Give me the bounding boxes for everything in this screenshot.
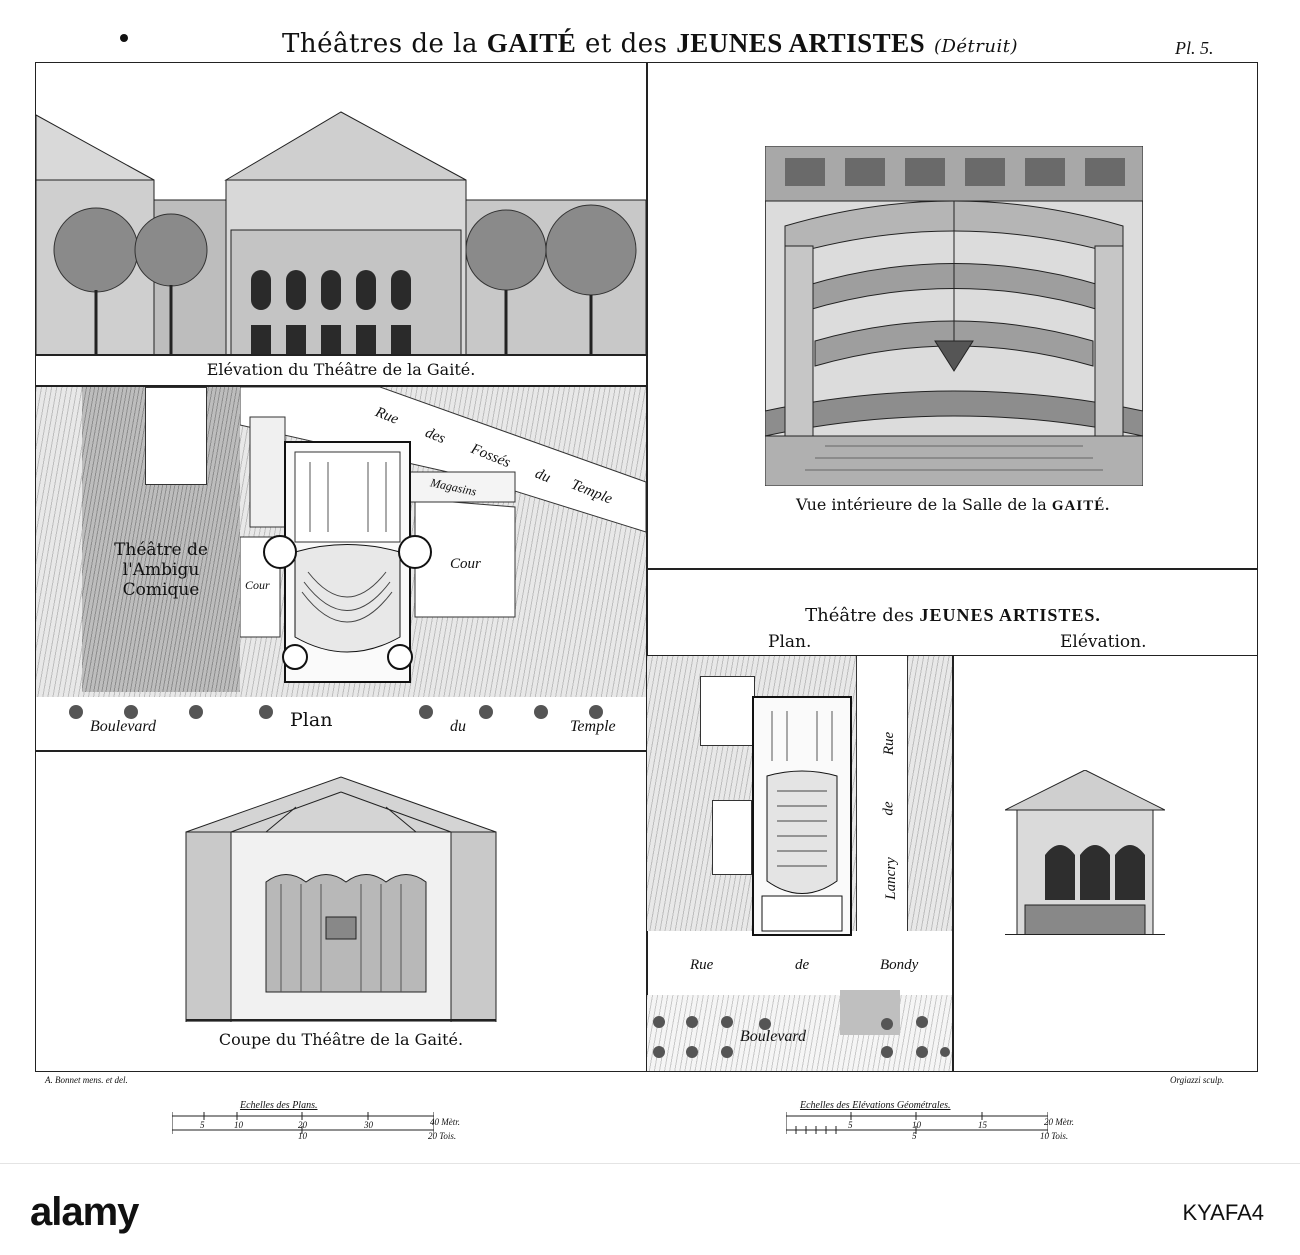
gaite-boulevard-label: Boulevard: [90, 718, 157, 735]
right-divider: [646, 568, 1258, 570]
plans-tick-5: 5: [200, 1120, 205, 1130]
rue-bondy-word1: Rue: [690, 957, 714, 973]
plans-tick-40: 40 Mètr.: [430, 1117, 460, 1127]
gaite-boulevard-row: [36, 697, 646, 750]
plans-tick-b20: 20 Tois.: [428, 1131, 457, 1141]
rue-lancry-word1: Rue: [881, 731, 898, 756]
elev-scale-bar: [785, 1112, 1049, 1138]
elev-tick-5: 5: [848, 1120, 853, 1130]
gaite-coupe-caption: Coupe du Théâtre de la Gaité.: [218, 1030, 464, 1049]
gaite-interior-drawing: [764, 145, 1144, 487]
gaite-interior-caption-name: GAITÉ.: [1051, 498, 1110, 514]
rue-lancry-word3: Lancry: [882, 857, 899, 900]
rue-lancry-strip: [856, 656, 908, 931]
ink-dot: [120, 34, 128, 42]
jeunes-boulevard-ground: [647, 995, 952, 1071]
jeunes-elevation-drawing: [1004, 769, 1166, 936]
plans-scale-title: Echelles des Plans.: [240, 1100, 318, 1111]
elev-tick-20: 20 Mètr.: [1044, 1117, 1074, 1127]
title-prefix: Théâtres de la: [281, 29, 478, 59]
vertical-divider: [646, 62, 648, 1072]
ambigu-court: [145, 387, 207, 485]
title-detruit: (Détruit): [933, 36, 1018, 57]
elev-scale-title: Echelles des Elévations Géométrales.: [800, 1100, 951, 1111]
jeunes-elevation-label: Elévation.: [1060, 632, 1147, 652]
jeunes-trees-svg: [653, 1016, 950, 1058]
cour-right-label: Cour: [450, 556, 481, 572]
image-id: KYAFA4: [1182, 1200, 1264, 1225]
elevation-divider: [35, 385, 646, 387]
gaite-boulevard-trees: [69, 705, 603, 719]
plate-title: Théâtres de la GAITÉ et des JEUNES ARTIS…: [0, 28, 1300, 59]
elev-scale-svg: [785, 1112, 1049, 1134]
gaite-interior-svg: [764, 145, 1144, 487]
rue-lancry-word2: de: [880, 801, 897, 816]
cour-left-label: Cour: [245, 578, 270, 592]
jeunes-plan-drawing: [752, 696, 852, 936]
jeunes-panel-divider: [952, 655, 954, 1072]
alamy-logo: alamy: [30, 1190, 139, 1234]
jeunes-boulevard-trees: [647, 1010, 952, 1065]
rue-bondy-word3: Bondy: [880, 957, 919, 973]
gaite-boulevard-du: du: [450, 718, 466, 735]
plan-divider: [35, 750, 646, 752]
ambigu-label-line3: Comique: [122, 580, 200, 600]
rue-bondy-word2: de: [795, 957, 810, 973]
ambigu-label-line2: l'Ambigu: [122, 560, 200, 580]
credit-left: A. Bonnet mens. et del.: [45, 1075, 128, 1085]
elev-tick-15: 15: [978, 1120, 987, 1130]
gaite-interior-caption: Vue intérieure de la Salle de la GAITÉ.: [648, 495, 1258, 515]
gaite-elevation-drawing: [35, 100, 647, 360]
gaite-plan-svg: [239, 386, 647, 683]
plans-tick-30: 30: [364, 1120, 373, 1130]
ambigu-label-line1: Théâtre de: [114, 540, 208, 560]
title-middle: et des: [585, 29, 668, 59]
gaite-plan-caption: Plan: [290, 709, 333, 731]
plans-tick-10: 10: [234, 1120, 243, 1130]
plate-number: Pl. 5.: [1175, 38, 1214, 58]
gaite-interior-caption-prefix: Vue intérieure de la Salle de la: [796, 495, 1047, 514]
jeunes-court-mid: [712, 800, 752, 875]
jeunes-heading: Théâtre des JEUNES ARTISTES.: [648, 605, 1258, 626]
jeunes-plan-label: Plan.: [768, 632, 812, 652]
gaite-boulevard-temple: Temple: [570, 718, 616, 735]
gaite-elevation-caption: Elévation du Théâtre de la Gaité.: [206, 360, 476, 379]
title-jeunes: JEUNES ARTISTES: [676, 28, 926, 58]
jeunes-heading-prefix: Théâtre des: [805, 605, 914, 626]
stock-watermark-bar: [0, 1163, 1300, 1255]
jeunes-plan-ground-right: [908, 656, 952, 931]
title-gaite: GAITÉ: [486, 28, 577, 58]
jeunes-heading-name: JEUNES ARTISTES.: [919, 605, 1101, 625]
elev-tick-b5: 5: [912, 1131, 917, 1141]
elev-tick-10: 10: [912, 1120, 921, 1130]
ambigu-label: Théâtre de l'Ambigu Comique: [82, 540, 240, 600]
plans-tick-20: 20: [298, 1120, 307, 1130]
elev-tick-b10: 10 Tois.: [1040, 1131, 1069, 1141]
credit-right: Orgiazzi sculp.: [1170, 1075, 1225, 1085]
plans-tick-b10: 10: [298, 1131, 307, 1141]
jeunes-court-top: [700, 676, 755, 746]
jeunes-boulevard-label: Boulevard: [740, 1028, 807, 1045]
gaite-plan-drawing: [239, 386, 647, 692]
gaite-coupe-svg: [185, 776, 497, 1023]
gaite-elevation-svg: [35, 111, 647, 356]
jeunes-plan-svg: [752, 696, 852, 936]
gaite-coupe-drawing: [36, 752, 646, 1023]
jeunes-elevation-svg: [1004, 769, 1166, 936]
